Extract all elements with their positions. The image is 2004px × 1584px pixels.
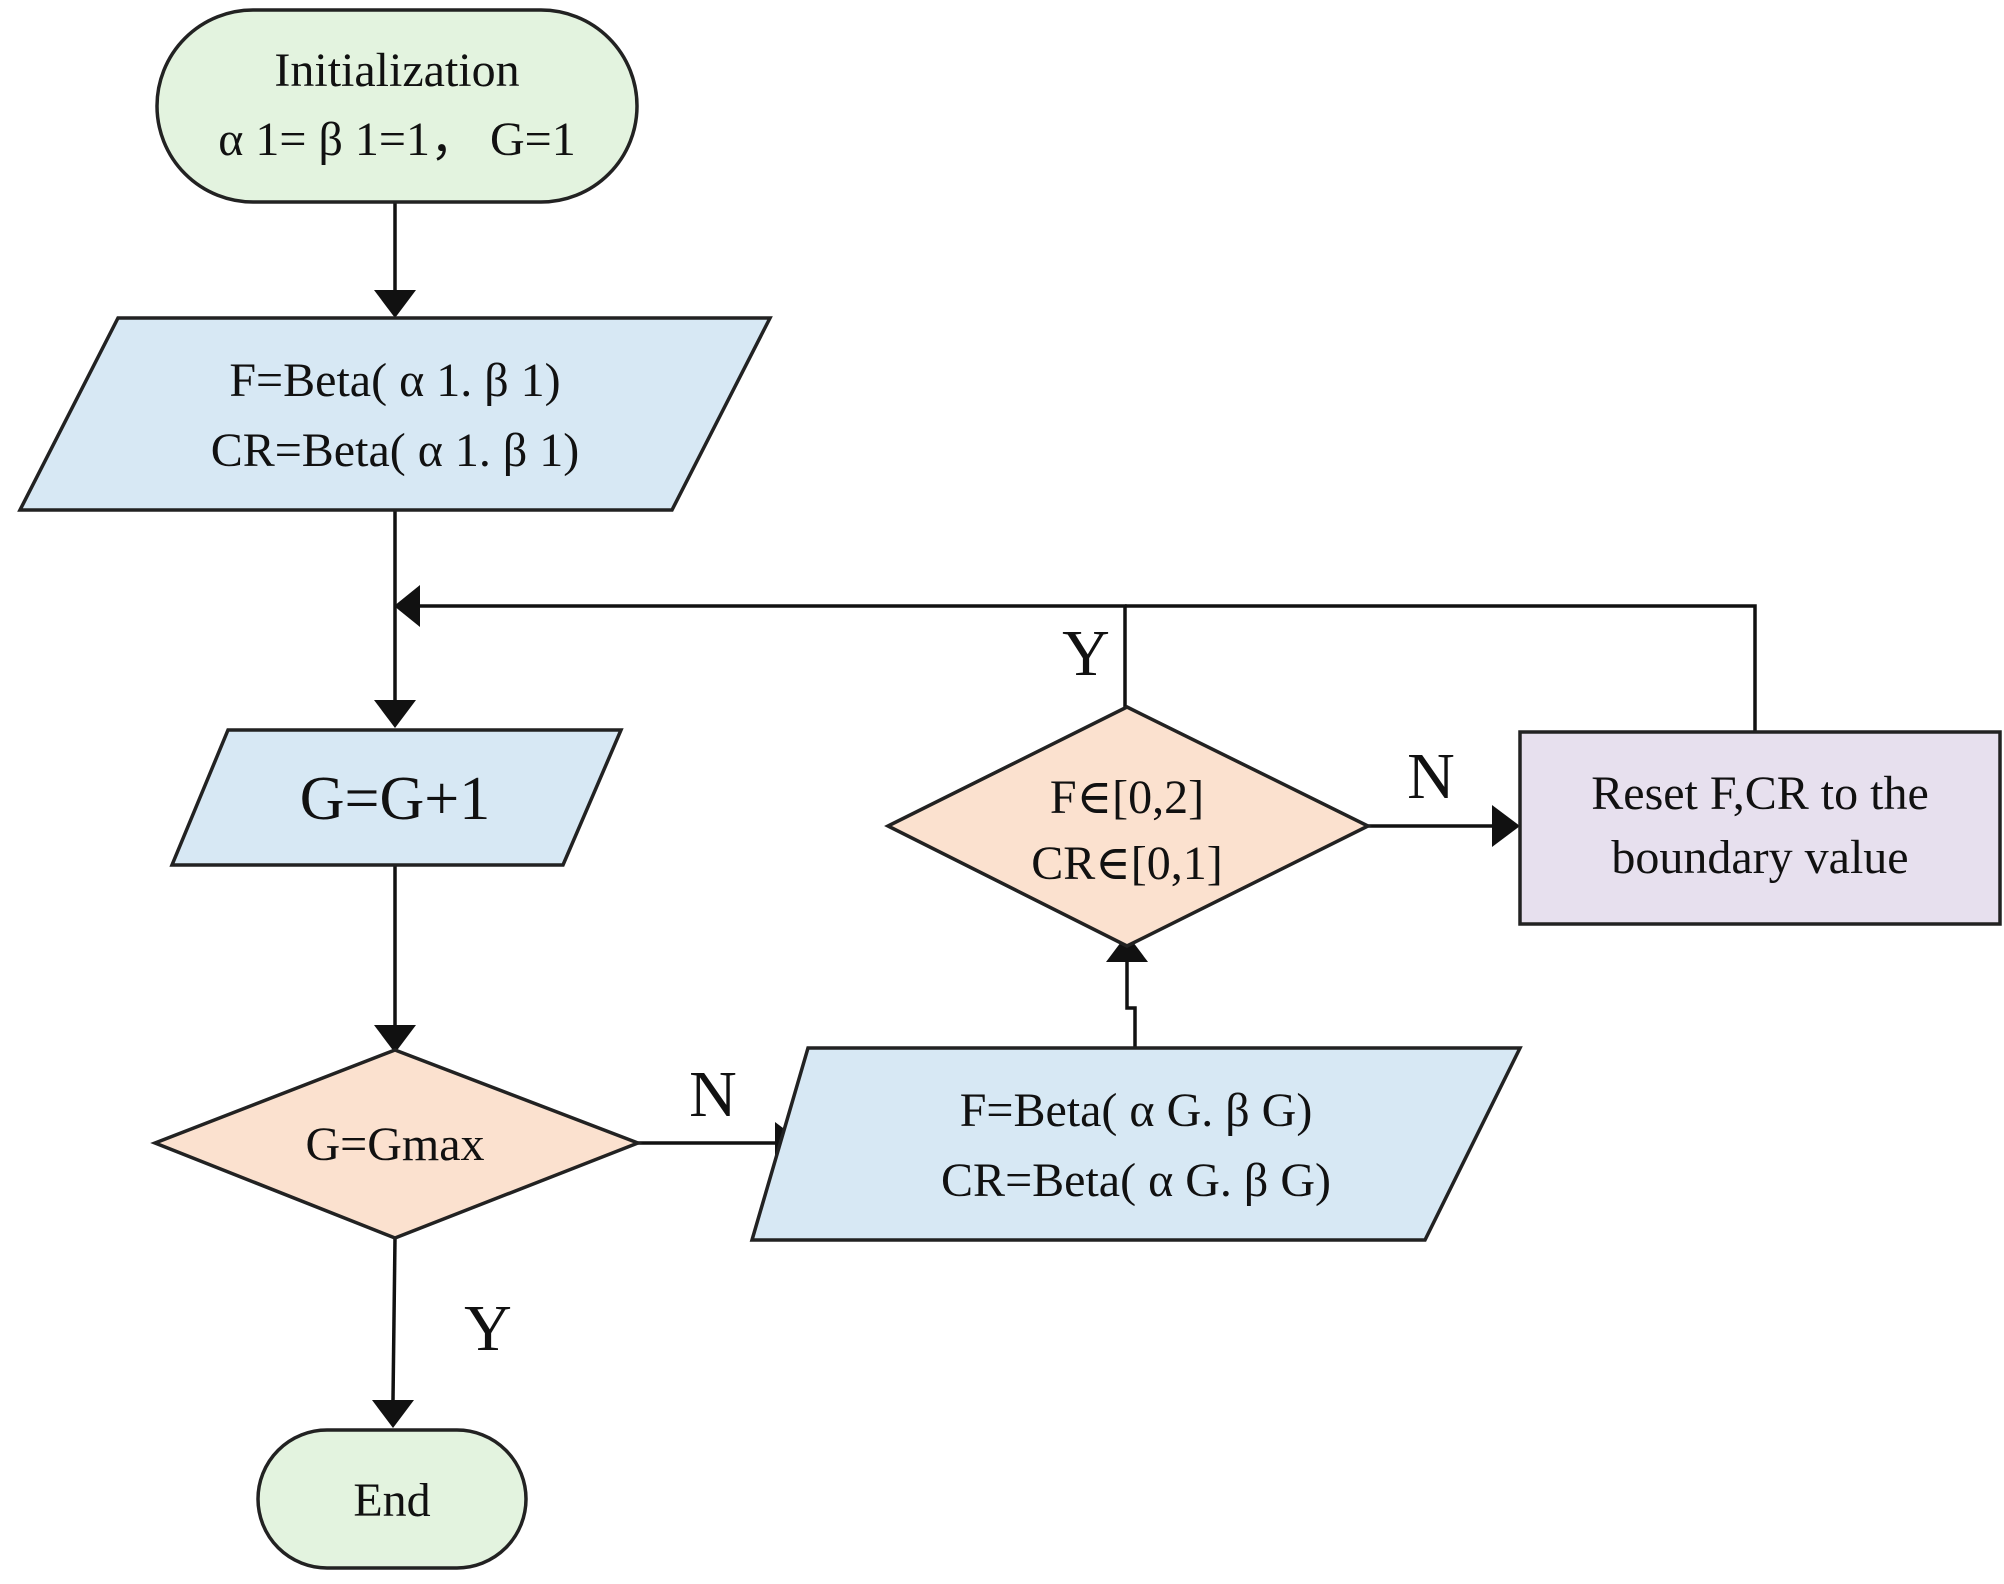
betaG-node: F=Beta( α G. β G) CR=Beta( α G. β G) [749,1046,1523,1242]
betaG-parallelogram-shape [749,1046,1523,1242]
range-f-condition: F∈[0,2] [1050,771,1204,824]
beta1-node: F=Beta( α 1. β 1) CR=Beta( α 1. β 1) [17,316,773,512]
beta1-parallelogram-shape [17,316,773,512]
reset-process-shape [1518,730,2002,926]
edge-gmax-to-end [391,1237,397,1401]
reset-line-1: Reset F,CR to the [1591,767,1929,820]
init-title: Initialization [274,44,519,97]
arrowhead-down-icon [372,1400,414,1428]
gmax-label: G=Gmax [305,1118,484,1171]
arrowhead-right-icon [1492,805,1520,847]
end-node: End [256,1428,528,1570]
increment-label: G=G+1 [300,765,490,833]
edge-betaG-to-range-check [1125,962,1137,1048]
range-no-label: N [1407,740,1455,813]
reset-line-2: boundary value [1611,831,1908,884]
beta1-cr-formula: CR=Beta( α 1. β 1) [211,424,580,477]
range-cr-condition: CR∈[0,1] [1031,837,1223,890]
arrowhead-up-icon [1106,934,1148,962]
range-yes-label: Y [1062,617,1110,690]
end-label: End [353,1474,430,1527]
init-terminal-shape [155,8,639,204]
init-params: α 1= β 1=1， G=1 [218,113,575,166]
arrowhead-left-icon [394,585,420,627]
edge-range-yes-loop [420,604,1127,707]
arrowhead-down-icon [374,290,416,318]
arrowhead-down-icon [374,700,416,728]
init-node: Initialization α 1= β 1=1， G=1 [155,8,639,204]
arrowhead-down-icon [374,1025,416,1053]
end-terminal-shape [256,1428,528,1570]
gmax-yes-label: Y [464,1292,512,1365]
betaG-f-formula: F=Beta( α G. β G) [960,1084,1313,1137]
beta1-f-formula: F=Beta( α 1. β 1) [229,354,560,407]
gmax-no-label: N [689,1058,737,1131]
gmax-diamond-shape [150,1048,643,1240]
gmax-decision-node: G=Gmax [150,1048,643,1240]
range-diamond-shape [884,705,1372,948]
reset-node: Reset F,CR to the boundary value [1518,730,2002,926]
range-decision-node: F∈[0,2] CR∈[0,1] [884,705,1372,948]
increment-node: G=G+1 [169,728,624,867]
increment-parallelogram-shape [169,728,624,867]
edge-reset-loop [1125,604,1757,732]
edges [391,202,1757,1401]
betaG-cr-formula: CR=Beta( α G. β G) [941,1154,1331,1207]
edge-labels: N Y Y N [464,617,1455,1365]
